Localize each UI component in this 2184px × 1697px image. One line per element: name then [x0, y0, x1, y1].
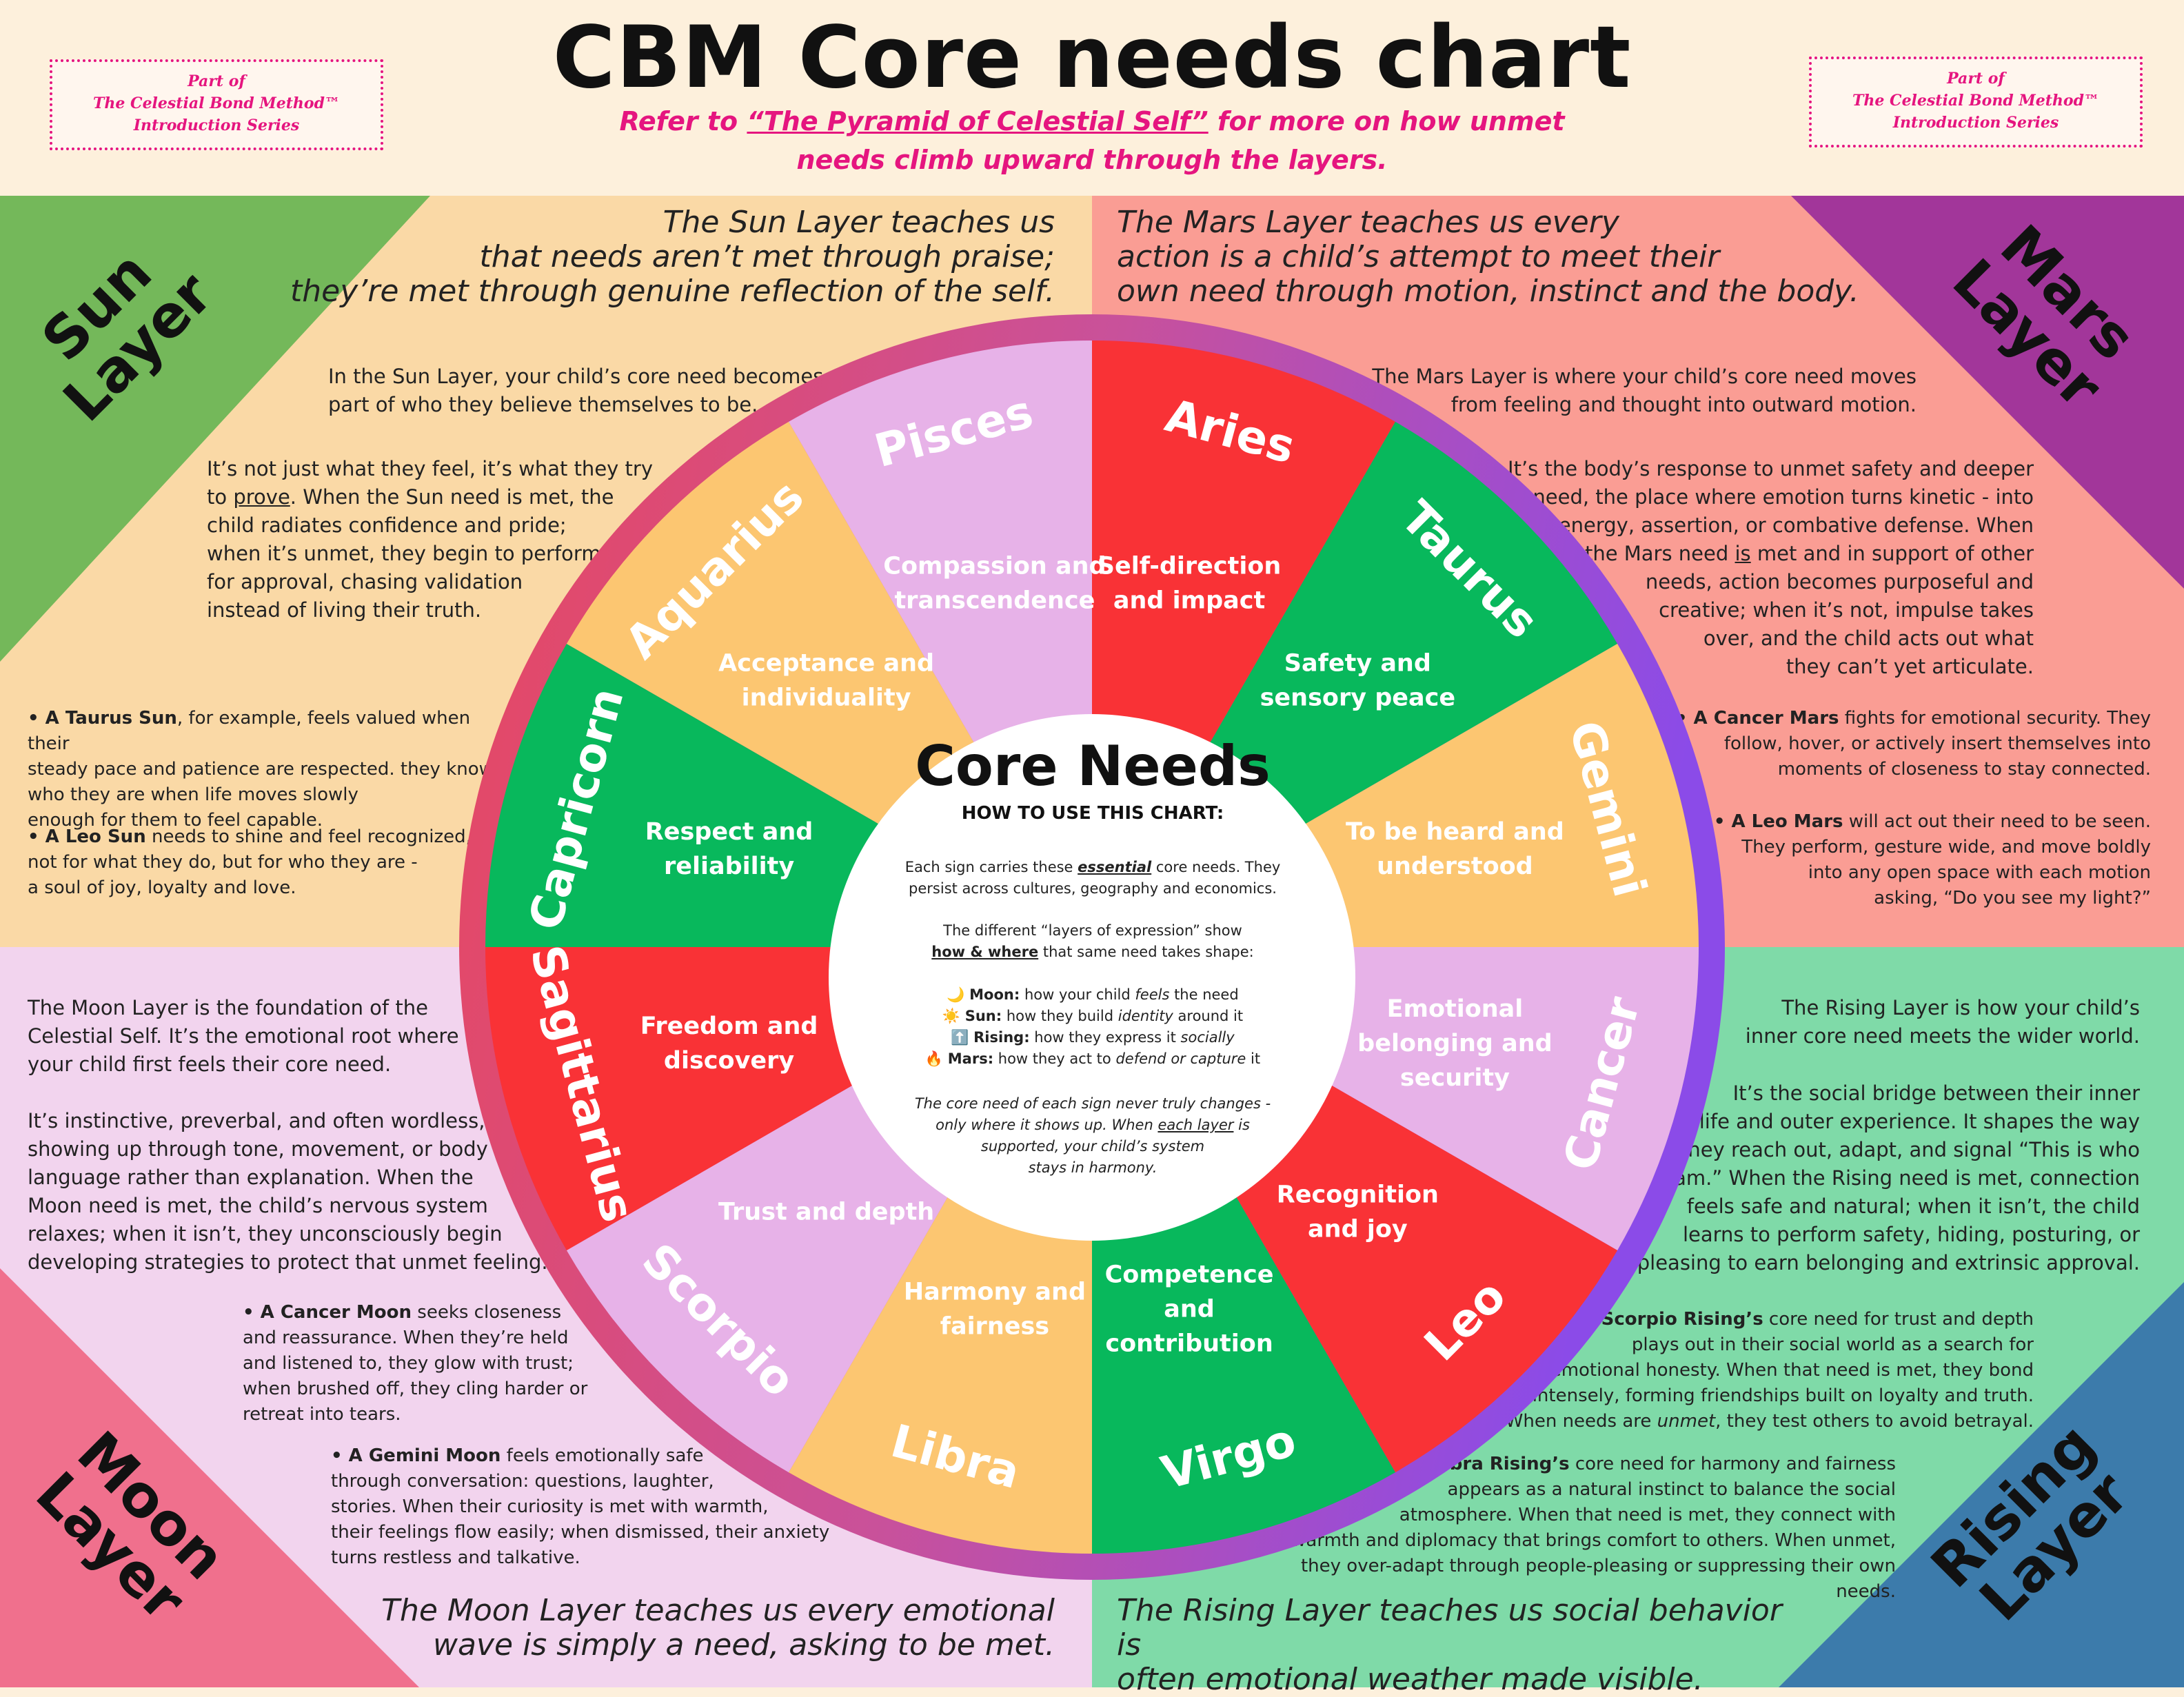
- core-layers-list: 🌙 Moon: how your child feels the need ☀️…: [879, 984, 1306, 1070]
- pyramid-link[interactable]: “The Pyramid of Celestial Self”: [747, 106, 1209, 136]
- rising-corner-triangle: [1779, 1282, 2184, 1687]
- sun-corner-triangle: [0, 196, 430, 662]
- need-label-sagittarius: discovery: [664, 1047, 794, 1075]
- need-label-taurus: sensory peace: [1260, 684, 1456, 712]
- need-label-pisces: Compassion and: [883, 553, 1106, 580]
- moon-icon: 🌙: [947, 986, 965, 1003]
- need-label-capricorn: reliability: [664, 853, 794, 880]
- need-label-cancer: Emotional: [1387, 995, 1524, 1023]
- need-label-leo: and joy: [1308, 1215, 1408, 1243]
- rising-example-scorpio: • A Scorpio Rising’s core need for trust…: [1505, 1309, 2034, 1432]
- rising-body: It’s the social bridge between their inn…: [1637, 1081, 2140, 1274]
- core-title: Core Needs: [915, 734, 1271, 798]
- sun-icon: ☀️: [942, 1008, 961, 1024]
- rising-quote: The Rising Layer teaches us social behav…: [1117, 1593, 1782, 1697]
- moon-example-gemini: • A Gemini Moon feels emotionally safe t…: [331, 1445, 830, 1568]
- need-label-libra: fairness: [940, 1312, 1049, 1340]
- moon-intro: The Moon Layer is the foundation of the …: [28, 996, 459, 1076]
- need-label-libra: Harmony and: [904, 1278, 1086, 1305]
- core-circle: [829, 714, 1355, 1241]
- page-title: CBM Core needs chart: [552, 8, 1632, 108]
- need-label-capricorn: Respect and: [645, 818, 813, 846]
- fire-icon: 🔥: [924, 1050, 944, 1067]
- need-label-scorpio: Trust and depth: [718, 1198, 934, 1226]
- header: CBM Core needs chart Refer to “The Pyram…: [0, 0, 2184, 196]
- core-layer-rising: ⬆️ Rising: how they express it socially: [951, 1029, 1235, 1046]
- mars-intro: The Mars Layer is where your child’s cor…: [1372, 365, 1917, 416]
- core-paragraph-2: The different “layers of expression” sho…: [931, 922, 1254, 960]
- series-box-right: Part of The Celestial Bond Method™ Intro…: [1809, 57, 2143, 148]
- core-paragraph-1: Each sign carries these essential core n…: [904, 859, 1281, 897]
- moon-example-cancer: • A Cancer Moon seeks closeness and reas…: [243, 1302, 588, 1425]
- series-box-left: Part of The Celestial Bond Method™ Intro…: [50, 59, 383, 150]
- core-layer-mars: 🔥 Mars: how they act to defend or captur…: [924, 1050, 1261, 1067]
- need-label-virgo: contribution: [1105, 1330, 1273, 1357]
- need-label-gemini: To be heard and: [1346, 818, 1564, 846]
- moon-body: It’s instinctive, preverbal, and often w…: [28, 1109, 548, 1274]
- need-label-gemini: understood: [1377, 853, 1533, 880]
- mars-corner-triangle: [1791, 196, 2184, 589]
- sun-quote: The Sun Layer teaches us that needs aren…: [290, 205, 1055, 309]
- moon-quote: The Moon Layer teaches us every emotiona…: [381, 1593, 1055, 1663]
- need-label-aquarius: individuality: [742, 684, 911, 712]
- mars-quote: The Mars Layer teaches us every action i…: [1117, 205, 1859, 309]
- mars-body: It’s the body’s response to unmet safety…: [1508, 457, 2034, 678]
- rising-intro: The Rising Layer is how your child’s inn…: [1745, 996, 2140, 1048]
- need-label-leo: Recognition: [1277, 1181, 1439, 1208]
- moon-corner-triangle: [0, 1268, 419, 1687]
- mars-example-cancer: • A Cancer Mars fights for emotional sec…: [1675, 708, 2151, 780]
- core-layer-moon: 🌙 Moon: how your child feels the need: [947, 986, 1239, 1003]
- up-arrow-icon: ⬆️: [951, 1029, 969, 1046]
- sun-example-leo: • A Leo Sun needs to shine and feel reco…: [28, 826, 472, 898]
- need-label-cancer: belonging and: [1357, 1030, 1553, 1057]
- sun-body: It’s not just what they feel, it’s what …: [207, 457, 653, 622]
- need-label-sagittarius: Freedom and: [640, 1013, 818, 1040]
- core-layer-sun: ☀️ Sun: how they build identity around i…: [942, 1008, 1244, 1024]
- core-how-to-heading: HOW TO USE THIS CHART:: [961, 803, 1224, 824]
- sun-example-taurus: • A Taurus Sun, for example, feels value…: [28, 708, 494, 831]
- sun-intro: In the Sun Layer, your child’s core need…: [328, 365, 824, 416]
- need-label-aquarius: Acceptance and: [718, 650, 934, 678]
- need-label-aries: Self-direction: [1098, 553, 1282, 580]
- need-label-pisces: transcendence: [894, 587, 1095, 615]
- need-label-cancer: security: [1400, 1064, 1510, 1092]
- page-subtitle: Refer to “The Pyramid of Celestial Self”…: [619, 106, 1565, 175]
- core-paragraph-3: The core need of each sign never truly c…: [914, 1095, 1271, 1176]
- need-label-virgo: and: [1164, 1295, 1215, 1323]
- mars-example-leo: • A Leo Mars will act out their need to …: [1713, 811, 2151, 908]
- need-label-virgo: Competence: [1105, 1261, 1274, 1288]
- need-label-aries: and impact: [1113, 587, 1265, 615]
- need-label-taurus: Safety and: [1284, 650, 1431, 678]
